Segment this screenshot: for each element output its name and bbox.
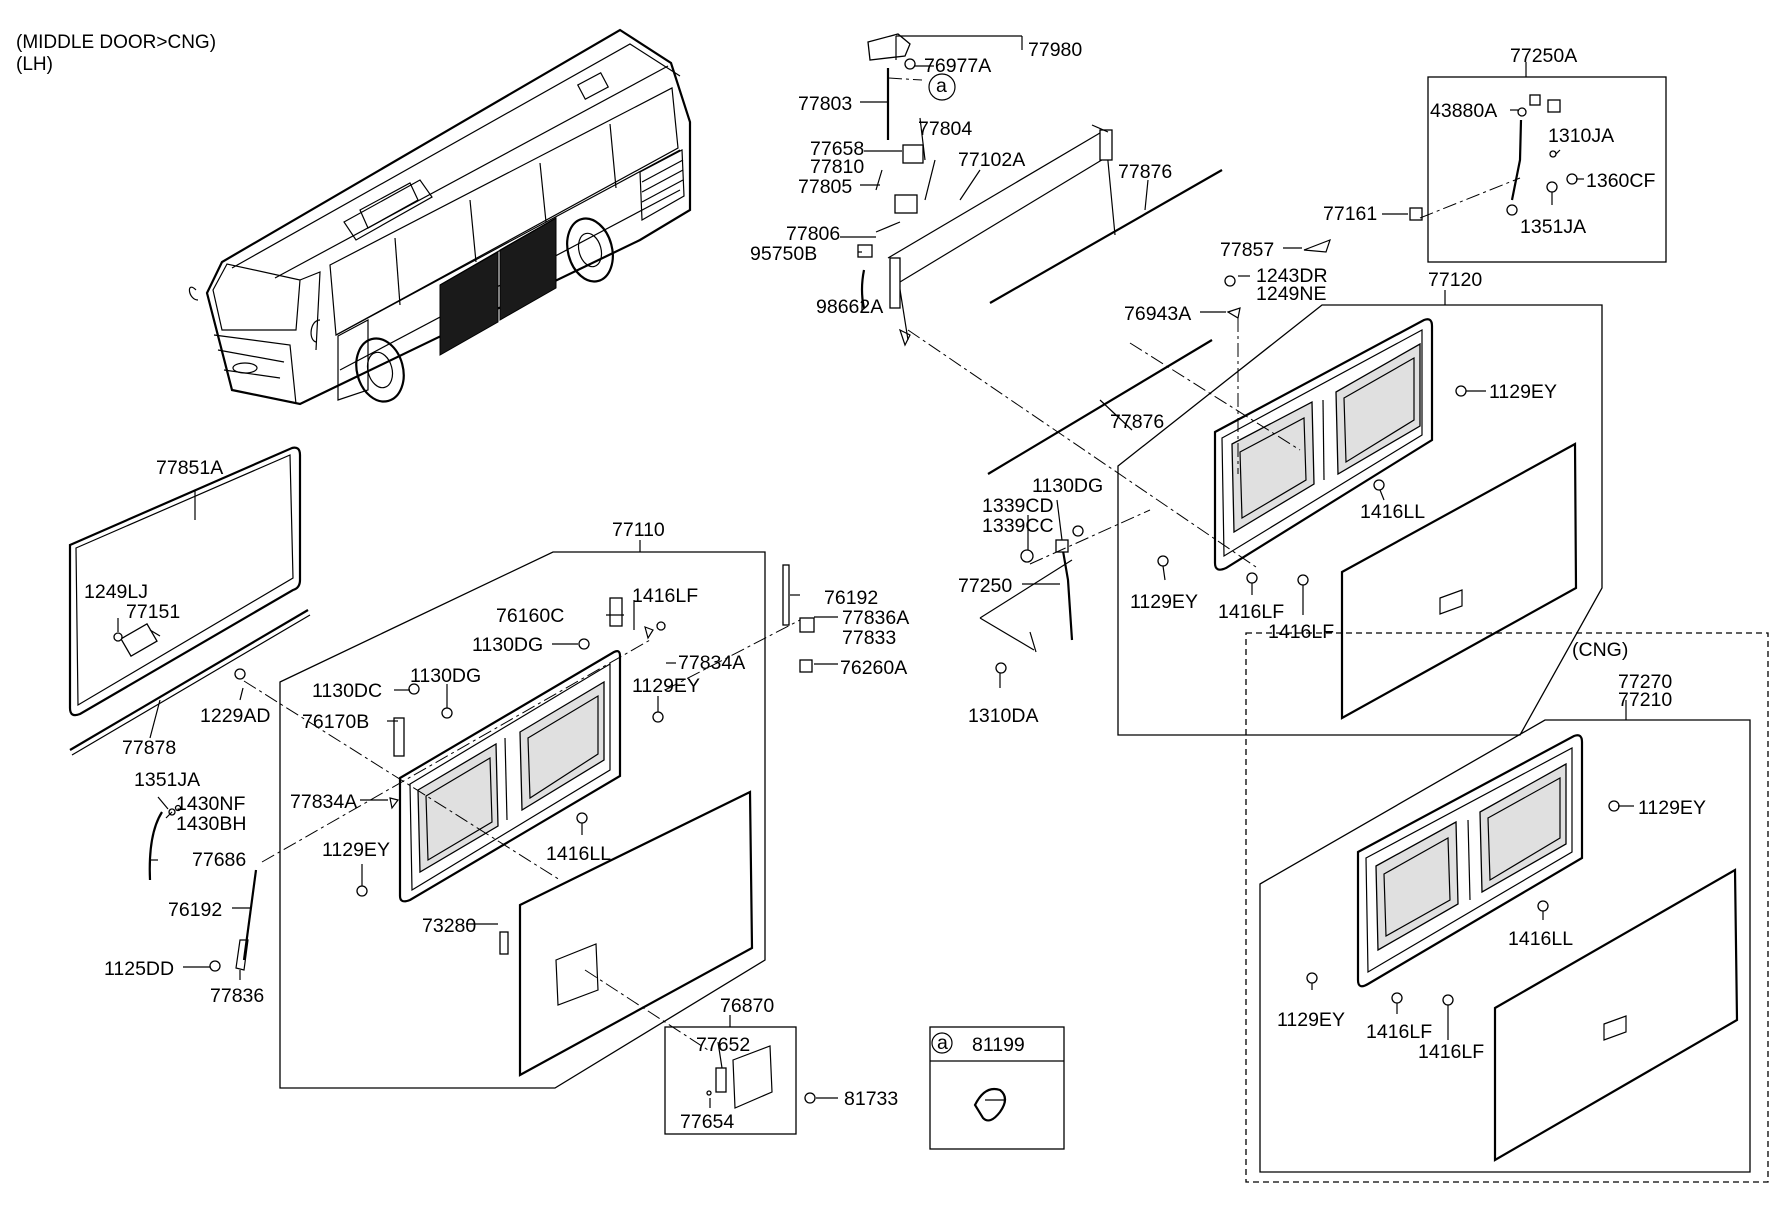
callout-1229ad: 1229AD: [200, 705, 270, 727]
box-81199: [929, 1026, 1065, 1150]
callout-76170b: 76170B: [302, 711, 369, 733]
callout-77857: 77857: [1220, 239, 1274, 261]
callout-98662a: 98662A: [816, 296, 883, 318]
callout-1360cf: 1360CF: [1586, 170, 1655, 192]
callout-1129ey-77120-left: 1129EY: [1130, 591, 1198, 613]
callout-1416ll-77110: 1416LL: [546, 843, 611, 865]
callout-77250a: 77250A: [1510, 45, 1577, 67]
callout-1129ey-cng-right: 1129EY: [1638, 797, 1706, 819]
callout-1416lf-77110: 1416LF: [632, 585, 698, 607]
diagram-title: (MIDDLE DOOR>CNG): [16, 32, 217, 53]
callout-1129ey-77110-a: 1129EY: [632, 675, 700, 697]
callout-77120: 77120: [1428, 269, 1482, 291]
callout-ref-a-box: a: [937, 1032, 948, 1054]
callout-1129ey-77110-b: 1129EY: [322, 839, 390, 861]
box-77250a: [1427, 76, 1667, 263]
diagram-subtitle: (LH): [16, 54, 53, 75]
callout-77834a-left: 77834A: [290, 791, 357, 813]
frame-77110: [234, 551, 766, 1089]
callout-77161: 77161: [1323, 203, 1377, 225]
callout-1249ne: 1249NE: [1256, 283, 1326, 305]
bus-illustration: [188, 28, 692, 406]
callout-76260a: 76260A: [840, 657, 907, 679]
callout-73280: 73280: [422, 915, 476, 937]
callout-77851a: 77851A: [156, 457, 223, 479]
callout-77803: 77803: [798, 93, 852, 115]
callout-77210: 77210: [1618, 689, 1672, 711]
callout-77151: 77151: [126, 601, 180, 623]
callout-1416lf-cng-b: 1416LF: [1418, 1041, 1484, 1063]
callout-ref-a-top: a: [936, 75, 947, 97]
callout-1430bh: 1430BH: [176, 813, 246, 835]
callout-77270: 77270: [1618, 671, 1672, 693]
callout-77876-top: 77876: [1118, 161, 1172, 183]
left-hardware: [148, 564, 815, 972]
callout-1430nf: 1430NF: [176, 793, 245, 815]
callout-77878: 77878: [122, 737, 176, 759]
callout-77834a-top: 77834A: [678, 652, 745, 674]
assembly-lines: [243, 77, 1521, 1051]
callout-1243dr: 1243DR: [1256, 265, 1328, 287]
callout-1416lf-77120-b: 1416LF: [1268, 621, 1334, 643]
callout-1129ey-77120-right: 1129EY: [1489, 381, 1557, 403]
callout-1130dg-right: 1130DG: [1032, 475, 1103, 497]
callout-76160c: 76160C: [496, 605, 564, 627]
callout-cng: (CNG): [1572, 639, 1628, 661]
callout-1130dg-77110-b: 1130DG: [410, 665, 481, 687]
callout-1310da: 1310DA: [968, 705, 1038, 727]
callout-95750b: 95750B: [750, 243, 817, 265]
callout-77652: 77652: [696, 1034, 750, 1056]
leader-lines: [117, 35, 1634, 1108]
callout-77686: 77686: [192, 849, 246, 871]
callout-76943a: 76943A: [1124, 303, 1191, 325]
frame-cng: [1245, 632, 1769, 1183]
callout-77810: 77810: [810, 156, 864, 178]
callout-1249lj: 1249LJ: [84, 581, 148, 603]
callout-43880a: 43880A: [1430, 100, 1497, 122]
callout-77110: 77110: [612, 519, 665, 541]
callout-77804: 77804: [918, 118, 972, 140]
callout-1416ll-77120: 1416LL: [1360, 501, 1425, 523]
callout-76192-left: 76192: [168, 899, 222, 921]
callout-1416ll-cng: 1416LL: [1508, 928, 1573, 950]
top-rail-assembly: [857, 33, 1223, 475]
callout-77102a: 77102A: [958, 149, 1025, 171]
hardware-77250: [979, 525, 1084, 674]
callout-77654: 77654: [680, 1111, 734, 1133]
callout-1310ja: 1310JA: [1548, 125, 1614, 147]
callout-1130dc: 1130DC: [312, 680, 382, 702]
callout-1130dg-77110-a: 1130DG: [472, 634, 543, 656]
callout-77658: 77658: [810, 138, 864, 160]
callout-1351ja-top: 1351JA: [1520, 216, 1586, 238]
callout-1125dd: 1125DD: [104, 958, 174, 980]
callout-76977a: 76977A: [924, 55, 991, 77]
callout-77833: 77833: [842, 627, 896, 649]
callout-1351ja-left: 1351JA: [134, 769, 200, 791]
callout-81199: 81199: [972, 1034, 1025, 1056]
callout-77250: 77250: [958, 575, 1012, 597]
callout-77836a: 77836A: [842, 607, 909, 629]
mid-hardware: [1224, 207, 1423, 319]
window-seal-77851a: [68, 446, 311, 756]
callout-1129ey-cng-left: 1129EY: [1277, 1009, 1345, 1031]
callout-77980: 77980: [1028, 39, 1082, 61]
callout-77876-mid: 77876: [1110, 411, 1164, 433]
callout-1339cd: 1339CD: [982, 495, 1054, 517]
callout-1416lf-cng-a: 1416LF: [1366, 1021, 1432, 1043]
frame-77120: [1117, 304, 1603, 736]
callout-76870: 76870: [720, 995, 774, 1017]
callout-labels: 77980 76977A 77803 a 77804 77658 77810 7…: [84, 39, 1706, 1133]
callout-81733: 81733: [844, 1088, 898, 1110]
callout-1339cc: 1339CC: [982, 515, 1054, 537]
callout-77805: 77805: [798, 176, 852, 198]
callout-77806: 77806: [786, 223, 840, 245]
callout-76192-top: 76192: [824, 587, 878, 609]
callout-77836: 77836: [210, 985, 264, 1007]
callout-1416lf-77120-a: 1416LF: [1218, 601, 1284, 623]
